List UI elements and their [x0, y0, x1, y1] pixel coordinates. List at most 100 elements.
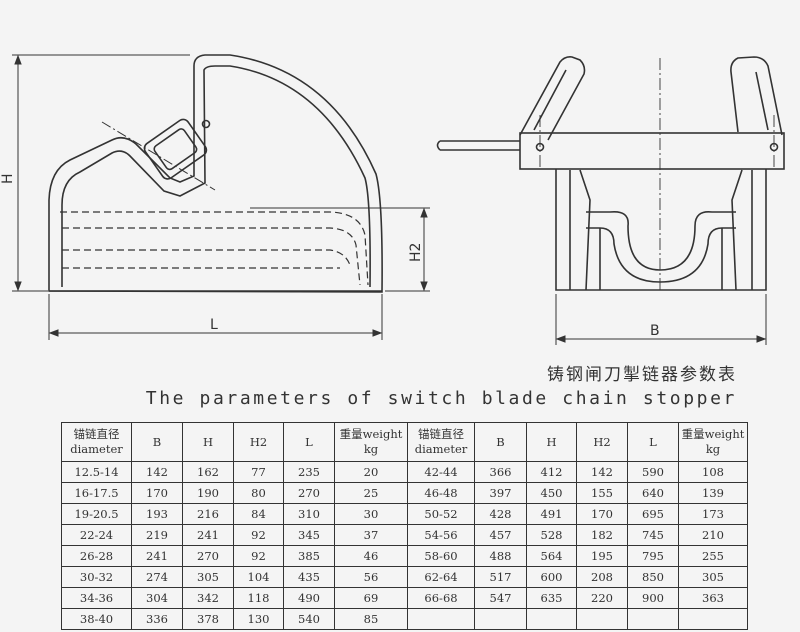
technical-drawing: H H2 L B: [0, 54, 785, 345]
cell-H2: 155: [576, 482, 628, 504]
cell-weight: 30: [334, 503, 408, 525]
dim-label-B: B: [650, 323, 660, 339]
cell-L: [627, 608, 679, 630]
cell-diameter: 54-56: [407, 524, 475, 546]
cell-H2: [576, 608, 628, 630]
cell-L: 270: [283, 482, 335, 504]
chinese-title: 铸钢闸刀掣链器参数表: [547, 365, 737, 385]
cell-weight: 20: [334, 461, 408, 483]
cell-H: 190: [182, 482, 234, 504]
cell-H: 270: [182, 545, 234, 567]
cell-H: 564: [526, 545, 577, 567]
cell-weight: 255: [678, 545, 748, 567]
cell-diameter: 50-52: [407, 503, 475, 525]
cell-B: 304: [131, 587, 183, 609]
cell-B: 488: [474, 545, 527, 567]
cell-B: 274: [131, 566, 183, 588]
cell-H: 450: [526, 482, 577, 504]
cell-L: 850: [627, 566, 679, 588]
cell-H2: 220: [576, 587, 628, 609]
cell-H: 635: [526, 587, 577, 609]
cell-B: 241: [131, 545, 183, 567]
cell-L: 745: [627, 524, 679, 546]
cell-diameter: [407, 608, 475, 630]
header-H: H: [526, 422, 577, 462]
cell-weight: 173: [678, 503, 748, 525]
cell-H2: 142: [576, 461, 628, 483]
cell-diameter: 19-20.5: [61, 503, 132, 525]
cell-H: 216: [182, 503, 234, 525]
cell-diameter: 12.5-14: [61, 461, 132, 483]
header-L: L: [283, 422, 335, 462]
cell-B: 547: [474, 587, 527, 609]
cell-B: 193: [131, 503, 183, 525]
header-L: L: [627, 422, 679, 462]
cell-L: 695: [627, 503, 679, 525]
cell-H2: 77: [233, 461, 284, 483]
cell-B: 366: [474, 461, 527, 483]
cell-B: [474, 608, 527, 630]
cell-H2: 195: [576, 545, 628, 567]
cell-B: 336: [131, 608, 183, 630]
cell-diameter: 26-28: [61, 545, 132, 567]
cell-diameter: 46-48: [407, 482, 475, 504]
cell-diameter: 58-60: [407, 545, 475, 567]
cell-H2: 104: [233, 566, 284, 588]
cell-B: 219: [131, 524, 183, 546]
cell-H: 378: [182, 608, 234, 630]
cell-L: 900: [627, 587, 679, 609]
side-view: [48, 54, 383, 293]
cell-B: 170: [131, 482, 183, 504]
cell-L: 795: [627, 545, 679, 567]
cell-H2: 92: [233, 524, 284, 546]
cell-weight: 139: [678, 482, 748, 504]
cell-H: 342: [182, 587, 234, 609]
cell-diameter: 62-64: [407, 566, 475, 588]
dim-label-L: L: [210, 317, 218, 333]
cell-L: 310: [283, 503, 335, 525]
cell-H: 241: [182, 524, 234, 546]
cell-H2: 208: [576, 566, 628, 588]
cell-diameter: 34-36: [61, 587, 132, 609]
cell-H: 412: [526, 461, 577, 483]
cell-B: 457: [474, 524, 527, 546]
dim-label-H: H: [0, 173, 16, 184]
front-view-centerlines: [539, 58, 775, 290]
cell-diameter: 38-40: [61, 608, 132, 630]
cell-H2: 118: [233, 587, 284, 609]
cell-H2: 182: [576, 524, 628, 546]
side-view-dimensions: [12, 54, 430, 340]
cell-H: 528: [526, 524, 577, 546]
cell-diameter: 66-68: [407, 587, 475, 609]
cell-H2: 92: [233, 545, 284, 567]
cell-weight: 46: [334, 545, 408, 567]
cell-diameter: 30-32: [61, 566, 132, 588]
cell-H: [526, 608, 577, 630]
header-H2: H2: [576, 422, 628, 462]
cell-diameter: 16-17.5: [61, 482, 132, 504]
cell-weight: 210: [678, 524, 748, 546]
header-H: H: [182, 422, 234, 462]
cell-L: 640: [627, 482, 679, 504]
header-B: B: [131, 422, 183, 462]
cell-B: 517: [474, 566, 527, 588]
cell-H: 600: [526, 566, 577, 588]
cell-L: 435: [283, 566, 335, 588]
cell-B: 428: [474, 503, 527, 525]
cell-L: 590: [627, 461, 679, 483]
cell-H2: 80: [233, 482, 284, 504]
dim-label-H2: H2: [408, 243, 424, 262]
cell-H2: 84: [233, 503, 284, 525]
cell-weight: 305: [678, 566, 748, 588]
